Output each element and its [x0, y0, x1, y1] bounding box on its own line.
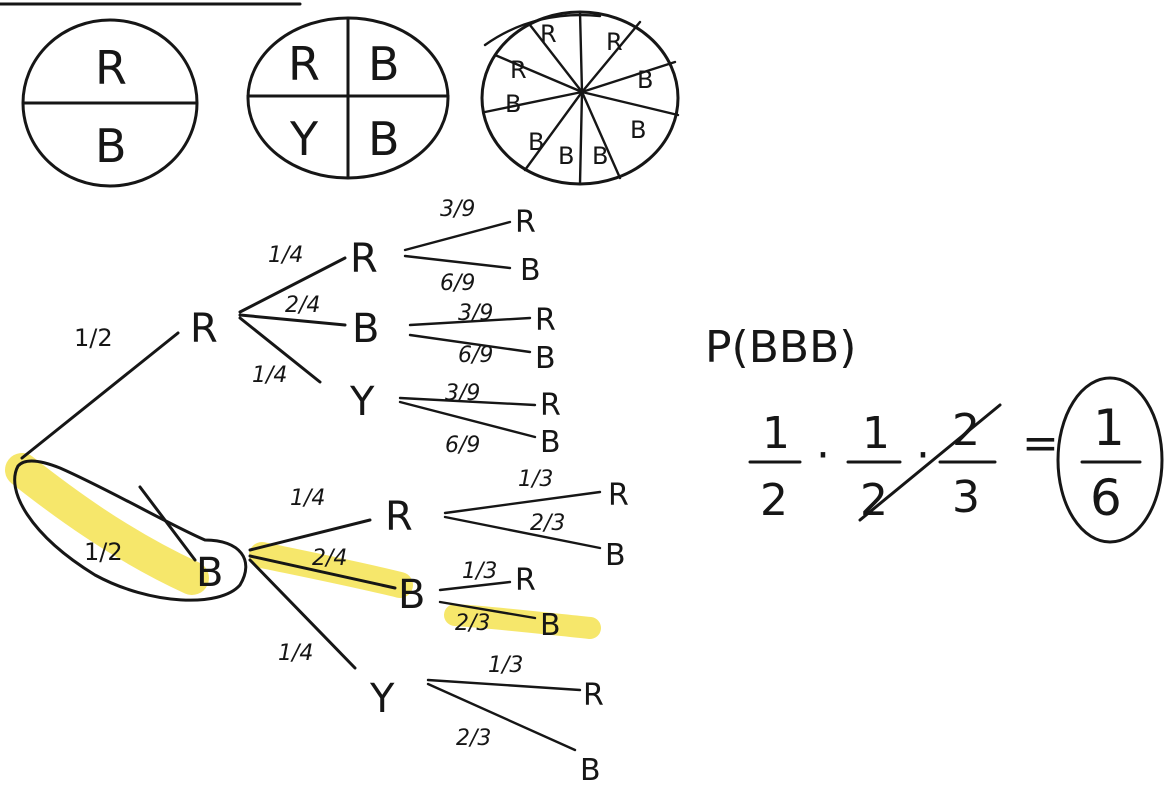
- branch-b-y: [248, 558, 357, 670]
- spinner-2-section-1: R: [288, 37, 320, 91]
- prob-ry-b: 6/9: [445, 433, 480, 458]
- svg-text:3: 3: [952, 472, 980, 523]
- prob-br-b: 2/3: [530, 511, 565, 536]
- leaf-ry-r: R: [540, 388, 561, 423]
- svg-text:1: 1: [762, 408, 790, 459]
- leaf-br-r: R: [608, 478, 629, 513]
- leaf-by-b: B: [580, 753, 601, 788]
- node-b: B: [196, 550, 223, 596]
- spinner-2-section-2: B: [368, 37, 400, 91]
- spinner-two-section: R B: [21, 18, 199, 188]
- prob-r-r: 1/4: [268, 243, 303, 268]
- spinner-3-spokes: [483, 10, 680, 186]
- prob-bb-b: 2/3: [455, 611, 490, 636]
- prob-br-r: 1/3: [518, 467, 553, 492]
- spinner-3-section-2: R: [510, 56, 527, 84]
- prob-label-first-r: 1/2: [74, 324, 113, 352]
- spinner-3-overdraw: [483, 13, 602, 47]
- spinner-3-section-7: B: [558, 142, 574, 170]
- factor-3: 2 3: [938, 405, 997, 523]
- leaf-bb-r: R: [515, 563, 536, 598]
- spinner-3-section-8: B: [528, 128, 544, 156]
- prob-ry-r: 3/9: [445, 381, 480, 406]
- prob-b-r: 1/4: [290, 486, 325, 511]
- spinner-3-section-1: R: [540, 20, 557, 48]
- branch-r-y: [238, 316, 322, 384]
- factor-1: 1 2: [748, 408, 802, 526]
- leaf-ry-b: B: [540, 425, 561, 460]
- prob-r-y: 1/4: [252, 363, 287, 388]
- branch-b-r: [248, 518, 372, 552]
- leaf-rr-r: R: [515, 205, 536, 240]
- leaf-br-b: B: [605, 538, 626, 573]
- node-b-y: Y: [369, 676, 395, 722]
- spinner-2-section-3: Y: [289, 112, 319, 166]
- spinner-nine-section: R R R B B B B B B: [480, 10, 680, 186]
- tree-second-stage-after-b: 1/4 2/4 1/4 R B Y: [248, 486, 425, 722]
- node-r: R: [190, 306, 218, 352]
- spinner-2-section-4: B: [368, 112, 400, 166]
- prob-r-b: 2/4: [285, 293, 320, 318]
- prob-b-b: 2/4: [312, 546, 347, 571]
- svg-text:1: 1: [1093, 399, 1125, 457]
- svg-text:2: 2: [952, 405, 980, 456]
- equals-sign: =: [1022, 418, 1059, 469]
- spinner-1-section-2: B: [95, 119, 127, 173]
- prob-label-first-b: 1/2: [84, 538, 123, 566]
- node-r-b: B: [352, 306, 379, 352]
- tree-first-stage: 1/2 1/2 R B: [13, 306, 248, 602]
- leaf-by-r: R: [583, 678, 604, 713]
- svg-text:1/2: 1/2: [84, 538, 123, 566]
- branch-r-r: [238, 256, 347, 314]
- spinner-1-section-1: R: [95, 41, 127, 95]
- prob-rr-r: 3/9: [440, 197, 475, 222]
- result-fraction: 1 6: [1056, 376, 1164, 544]
- highlight-marks: [5, 453, 601, 639]
- probability-calculation: P(BBB) 1 2 · 1 2 · 2 3 = 1 6: [705, 322, 1164, 544]
- prob-b-y: 1/4: [278, 641, 313, 666]
- node-b-b: B: [398, 572, 425, 618]
- multiply-dot-1: ·: [816, 430, 830, 481]
- spinner-3-section-3: R: [606, 28, 623, 56]
- node-r-y: Y: [349, 379, 375, 425]
- svg-text:1: 1: [862, 408, 890, 459]
- prob-rr-b: 6/9: [440, 271, 475, 296]
- leaf-rb-b: B: [535, 341, 556, 376]
- spinner-3-section-5: B: [630, 116, 646, 144]
- prob-by-b: 2/3: [456, 726, 491, 751]
- branch-r-b: [238, 313, 347, 327]
- prob-rb-r: 3/9: [458, 301, 493, 326]
- svg-text:6: 6: [1090, 469, 1122, 527]
- result-circle: [1056, 376, 1164, 544]
- node-b-r: R: [385, 494, 413, 540]
- svg-text:2: 2: [760, 475, 788, 526]
- branch-first-r: [20, 331, 180, 460]
- prob-bb-r: 1/3: [462, 559, 497, 584]
- circled-branch-b: [13, 459, 248, 602]
- multiply-dot-2: ·: [916, 430, 930, 481]
- svg-text:1/2: 1/2: [74, 324, 113, 352]
- branch-b-b: [248, 554, 397, 590]
- spinner-3-section-6: B: [592, 142, 608, 170]
- prob-rb-b: 6/9: [458, 343, 493, 368]
- spinner-3-section-4: B: [637, 66, 653, 94]
- tree-second-stage-after-r: 1/4 2/4 1/4 R B Y: [238, 236, 379, 425]
- node-r-r: R: [350, 236, 378, 282]
- tree-third-stage-after-b: 1/3 2/3 R B 1/3 2/3 R B 1/3 2/3 R B: [426, 467, 629, 788]
- leaf-rr-b: B: [520, 253, 541, 288]
- leaf-rb-r: R: [535, 303, 556, 338]
- calculation-label: P(BBB): [705, 322, 856, 373]
- prob-by-r: 1/3: [488, 653, 523, 678]
- leaf-bb-b: B: [540, 608, 561, 643]
- spinner-four-section: R B Y B: [246, 16, 450, 180]
- spinner-3-section-9: B: [505, 90, 521, 118]
- tree-third-stage-after-r: 3/9 6/9 R B 3/9 6/9 R B 3/9 6/9 R B: [398, 197, 561, 460]
- cancel-stroke: [858, 403, 1002, 522]
